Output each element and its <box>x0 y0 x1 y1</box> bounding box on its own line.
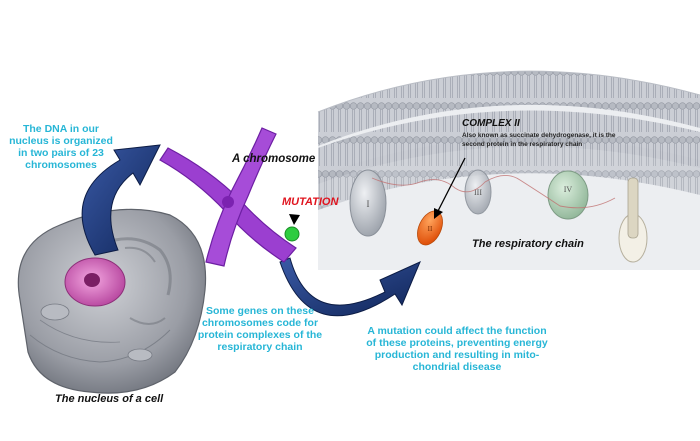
respiratory-chain-label: The respiratory chain <box>472 238 584 250</box>
genes-text-line-4: respiratory chain <box>217 341 303 353</box>
complex-i-numeral: I <box>367 199 370 209</box>
complex-ii-numeral: II <box>428 225 433 233</box>
electron-path <box>371 175 616 209</box>
nucleus-label: The nucleus of a cell <box>55 393 164 405</box>
mutation-effect-line-2: of these proteins, preventing energy <box>366 337 548 349</box>
mutation-label: MUTATION <box>282 196 339 208</box>
atp-synthase <box>618 177 648 263</box>
mutation-effect-line-4: chondrial disease <box>412 361 502 373</box>
mutation-pointer <box>289 214 300 225</box>
dna-text-line-2: nucleus is organized <box>9 135 113 147</box>
mutation-site <box>284 226 300 242</box>
cell-illustration <box>17 208 207 394</box>
complex-ii-pointer <box>434 157 466 219</box>
mutation-effect-text: A mutation could affect the function of … <box>354 325 560 373</box>
membrane-panel <box>317 70 700 271</box>
dna-text-line-4: chromosomes <box>25 159 97 171</box>
genes-text: Some genes on these chromosomes code for… <box>186 305 334 353</box>
mutation-effect-line-1: A mutation could affect the function <box>367 325 547 337</box>
dna-organization-text: The DNA in our nucleus is organized in t… <box>2 123 120 171</box>
genes-text-line-1: Some genes on these <box>206 305 314 317</box>
complex-desc-line-1: Also known as succinate dehydrogenase, i… <box>462 132 616 139</box>
mutation-effect-line-3: production and resulting in mito- <box>374 349 540 361</box>
complex-iv: IV <box>547 170 589 220</box>
complex-ii-description: Also known as succinate dehydrogenase, i… <box>462 131 662 149</box>
nucleus <box>64 257 126 307</box>
complex-iv-numeral: IV <box>564 185 573 194</box>
genes-text-line-3: protein complexes of the <box>197 329 323 341</box>
dna-text-line-1: The DNA in our <box>22 123 100 135</box>
arrow-chromosome-to-chain <box>279 257 421 317</box>
genes-text-line-2: chromosomes code for <box>201 317 319 329</box>
complex-iii-numeral: III <box>474 188 482 197</box>
complex-ii-title: COMPLEX II <box>462 118 520 129</box>
dna-text-line-3: in two pairs of 23 <box>18 147 104 159</box>
complex-desc-line-2: second protein in the respiratory chain <box>462 141 583 148</box>
chromosome <box>159 127 300 267</box>
arrow-nucleus-to-chromosome <box>81 144 161 256</box>
chromosome-label: A chromosome <box>232 153 316 165</box>
complex-i: I <box>349 169 387 237</box>
